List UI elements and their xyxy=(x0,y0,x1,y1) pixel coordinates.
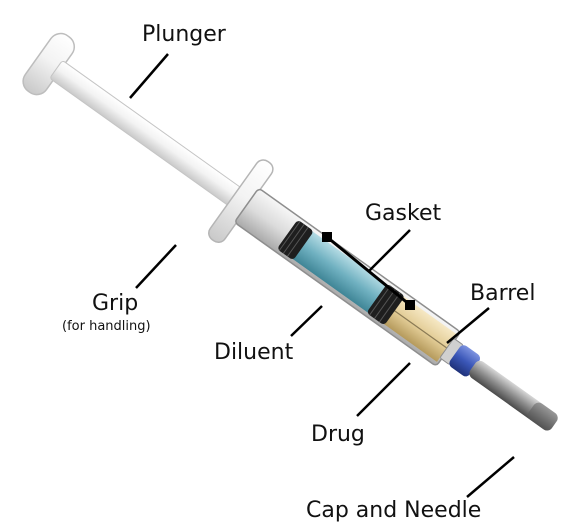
barrel-leader xyxy=(447,308,489,343)
cap-leader xyxy=(467,457,514,497)
diluent-leader xyxy=(291,306,322,336)
diluent-label: Diluent xyxy=(214,342,293,364)
plunger-leader xyxy=(130,54,168,98)
gasket-leader xyxy=(369,230,410,271)
drug-label: Drug xyxy=(311,424,365,446)
grip-note-label: (for handling) xyxy=(62,320,151,333)
gasket-span-end xyxy=(322,232,332,242)
barrel-label: Barrel xyxy=(470,283,535,305)
gasket-span-end xyxy=(405,300,415,310)
drug-leader xyxy=(357,363,410,416)
grip-label: Grip xyxy=(92,293,138,315)
plunger-rod xyxy=(50,60,248,210)
grip-leader xyxy=(136,245,176,288)
cap-and-needle-label: Cap and Needle xyxy=(306,500,481,522)
gasket-label: Gasket xyxy=(365,203,441,225)
plunger-label: Plunger xyxy=(142,24,226,46)
